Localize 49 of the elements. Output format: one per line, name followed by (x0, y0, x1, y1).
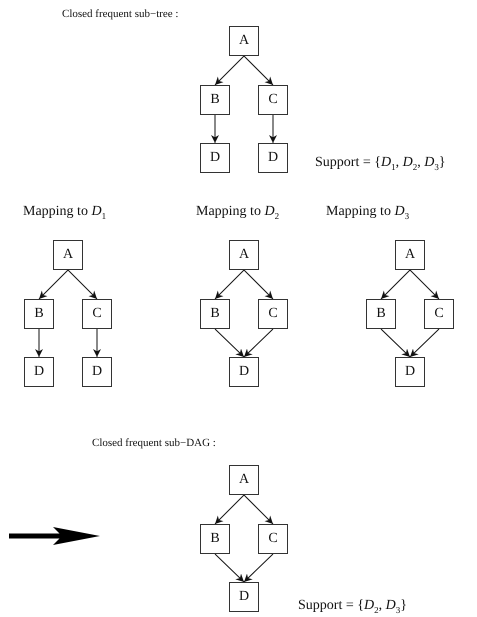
node-box: D (82, 357, 112, 387)
node-box: C (258, 524, 288, 554)
arrow (410, 270, 440, 300)
node-box: B (200, 85, 230, 115)
arrow (380, 270, 410, 300)
node-box: A (53, 240, 83, 270)
node-box: B (366, 299, 396, 329)
arrow (35, 328, 43, 358)
node-box: D (24, 357, 54, 387)
node-box: A (229, 465, 259, 495)
diagram-label: Mapping to D$_{1}$ (23, 204, 106, 221)
node-box: A (229, 240, 259, 270)
arrow (244, 554, 274, 582)
diagram-label: Support = {D$_{1}$, D$_{2}$, D$_{3}$} (315, 155, 446, 172)
diagram-label: Mapping to D$_{3}$ (326, 204, 410, 221)
node-box: B (200, 524, 230, 554)
node-box: A (395, 240, 425, 270)
node-box: D (200, 143, 230, 173)
node-box: D (395, 357, 425, 387)
node-box: C (424, 299, 454, 329)
node-box: C (82, 299, 112, 329)
diagram-label: Closed frequent sub−DAG : (92, 437, 216, 449)
diagram-label: Support = {D$_{2}$, D$_{3}$} (298, 598, 407, 615)
arrow (38, 270, 68, 300)
diagram-label: Mapping to D$_{2}$ (196, 204, 280, 221)
arrow (244, 328, 274, 358)
node-box: D (258, 143, 288, 173)
arrow (214, 494, 244, 524)
arrow (214, 328, 244, 358)
arrow (214, 554, 244, 582)
arrow (214, 56, 244, 86)
arrow (214, 270, 244, 300)
node-box: C (258, 299, 288, 329)
node-box: D (229, 582, 259, 612)
arrow (380, 328, 410, 358)
arrow (244, 56, 274, 86)
node-box: B (200, 299, 230, 329)
arrow (93, 328, 101, 358)
arrow (410, 328, 440, 358)
arrow (244, 270, 274, 300)
arrow (211, 114, 219, 144)
arrow (68, 270, 98, 300)
diagram-label: Closed frequent sub−tree : (62, 8, 178, 20)
arrow (269, 114, 277, 144)
node-box: B (24, 299, 54, 329)
arrow (244, 494, 274, 524)
node-box: D (229, 357, 259, 387)
node-box: A (229, 26, 259, 56)
node-box: C (258, 85, 288, 115)
